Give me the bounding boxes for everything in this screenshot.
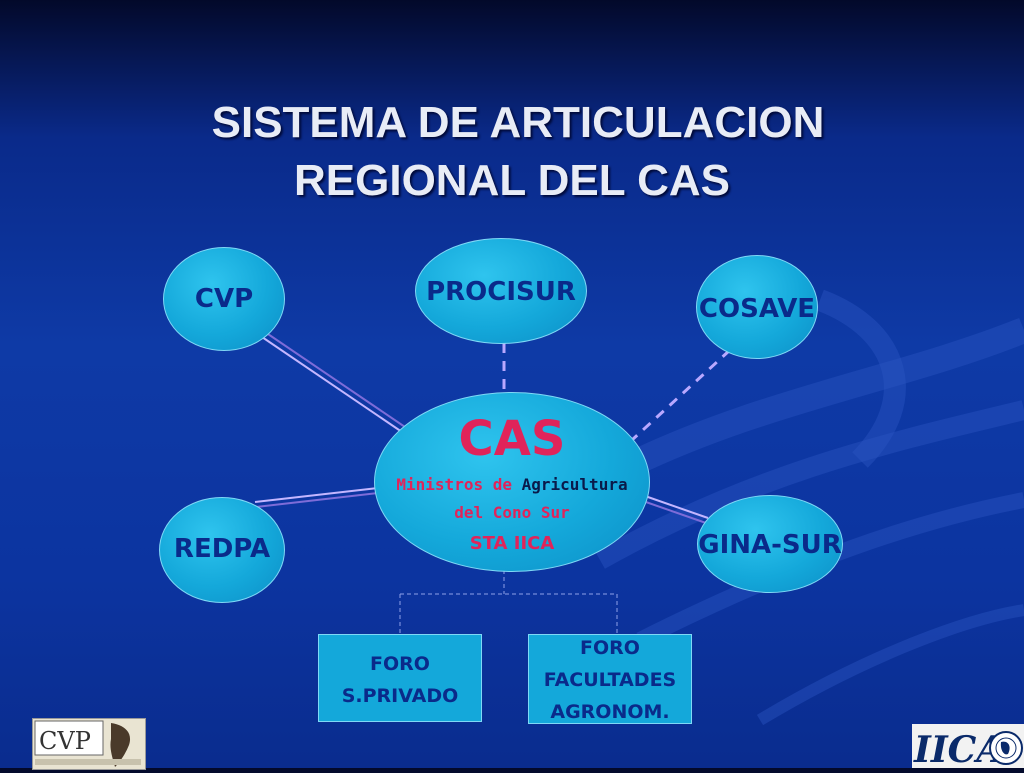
cas-ministers-text: Ministros de	[396, 475, 522, 494]
forum-faculties-line-1: FORO	[580, 637, 640, 659]
node-procisur-label: PROCISUR	[426, 277, 576, 307]
node-cvp-label: CVP	[194, 284, 254, 314]
iica-logo: IICA	[912, 724, 1024, 771]
node-cas-center: CAS Ministros de Agricultura del Cono Su…	[374, 392, 650, 572]
slide-title-line-1: SISTEMA DE ARTICULACION	[211, 98, 825, 147]
connector-cvp	[261, 336, 403, 433]
node-procisur: PROCISUR	[415, 238, 587, 344]
forum-faculties-box: FORO FACULTADES AGRONOM.	[528, 634, 692, 724]
forum-private-sector-box: FORO S.PRIVADO	[318, 634, 482, 722]
cas-agriculture-text: Agricultura	[521, 475, 628, 494]
cas-cono-sur-line: del Cono Sur	[454, 503, 570, 522]
node-ginasur-label: GINA-SUR	[698, 530, 842, 560]
node-redpa: REDPA	[159, 497, 285, 603]
cvp-logo-text: CVP	[39, 727, 91, 755]
slide-title-line-2: REGIONAL DEL CAS	[294, 156, 730, 205]
forum-private-line-1: FORO	[370, 653, 430, 675]
node-cvp: CVP	[163, 247, 285, 351]
forum-private-line-2: S.PRIVADO	[341, 685, 459, 707]
cas-sta-iica-line: STA IICA	[469, 533, 555, 554]
cvp-logo: CVP	[32, 718, 146, 770]
node-cosave: COSAVE	[696, 255, 818, 359]
forum-faculties-line-2: FACULTADES	[543, 669, 677, 691]
iica-logo-text: IICA	[913, 729, 1004, 768]
cas-title: CAS	[458, 411, 566, 467]
node-ginasur: GINA-SUR	[697, 495, 843, 593]
connector-redpa	[254, 487, 379, 503]
forum-faculties-line-3: AGRONOM.	[550, 701, 670, 723]
connector-ginasur	[644, 495, 709, 519]
node-redpa-label: REDPA	[173, 534, 271, 564]
cas-ministers-line: Ministros de Agricultura	[375, 475, 649, 494]
node-cosave-label: COSAVE	[698, 294, 816, 324]
connector-cosave	[630, 348, 732, 442]
